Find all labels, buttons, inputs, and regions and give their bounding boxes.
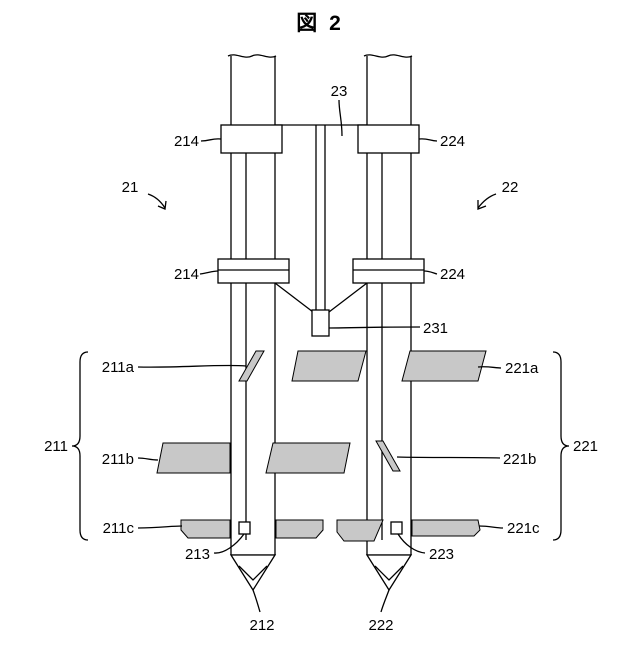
block-231	[312, 310, 329, 336]
fin-221a-left	[292, 351, 366, 381]
fin-221c-right	[412, 520, 480, 536]
label-211b: 211b	[102, 451, 134, 468]
fin-221a-right	[402, 351, 486, 381]
label-211a: 211a	[102, 359, 135, 376]
arrow-22	[478, 194, 496, 209]
label-214-upper: 214	[174, 133, 199, 150]
label-223: 223	[429, 546, 454, 563]
label-222: 222	[368, 617, 393, 634]
fin-211c-right	[276, 520, 323, 538]
fin-211b-left	[157, 443, 230, 473]
label-211c: 211c	[103, 520, 135, 537]
label-221a: 221a	[505, 360, 539, 377]
label-213: 213	[185, 546, 210, 563]
sensor-213	[239, 522, 250, 534]
label-212: 212	[249, 617, 274, 634]
label-221: 221	[573, 438, 598, 455]
brace-221	[553, 352, 569, 540]
arrow-21	[148, 194, 166, 209]
label-231: 231	[423, 320, 448, 337]
label-221c: 221c	[507, 520, 540, 537]
fin-221b	[376, 441, 400, 471]
label-224-upper: 224	[440, 133, 465, 150]
label-23: 23	[331, 83, 348, 100]
label-221b: 221b	[503, 451, 536, 468]
fin-221c-left	[337, 520, 383, 541]
clamp-224-lower	[353, 259, 424, 283]
label-21: 21	[122, 179, 139, 196]
label-22: 22	[502, 179, 519, 196]
fin-211b-right	[266, 443, 350, 473]
label-224-lower: 224	[440, 266, 465, 283]
clamp-214-lower	[218, 259, 289, 283]
clamp-214-upper	[221, 125, 282, 153]
left-drill-tip	[231, 555, 275, 590]
fin-211c-left	[181, 520, 230, 538]
label-211: 211	[44, 438, 68, 455]
figure-title: 図 2	[296, 12, 344, 35]
brace-211	[72, 352, 88, 540]
right-drill-tip	[367, 555, 411, 590]
clamp-224-upper	[358, 125, 419, 153]
label-214-lower: 214	[174, 266, 199, 283]
sensor-223	[391, 522, 402, 534]
bridge-assembly	[275, 125, 367, 336]
